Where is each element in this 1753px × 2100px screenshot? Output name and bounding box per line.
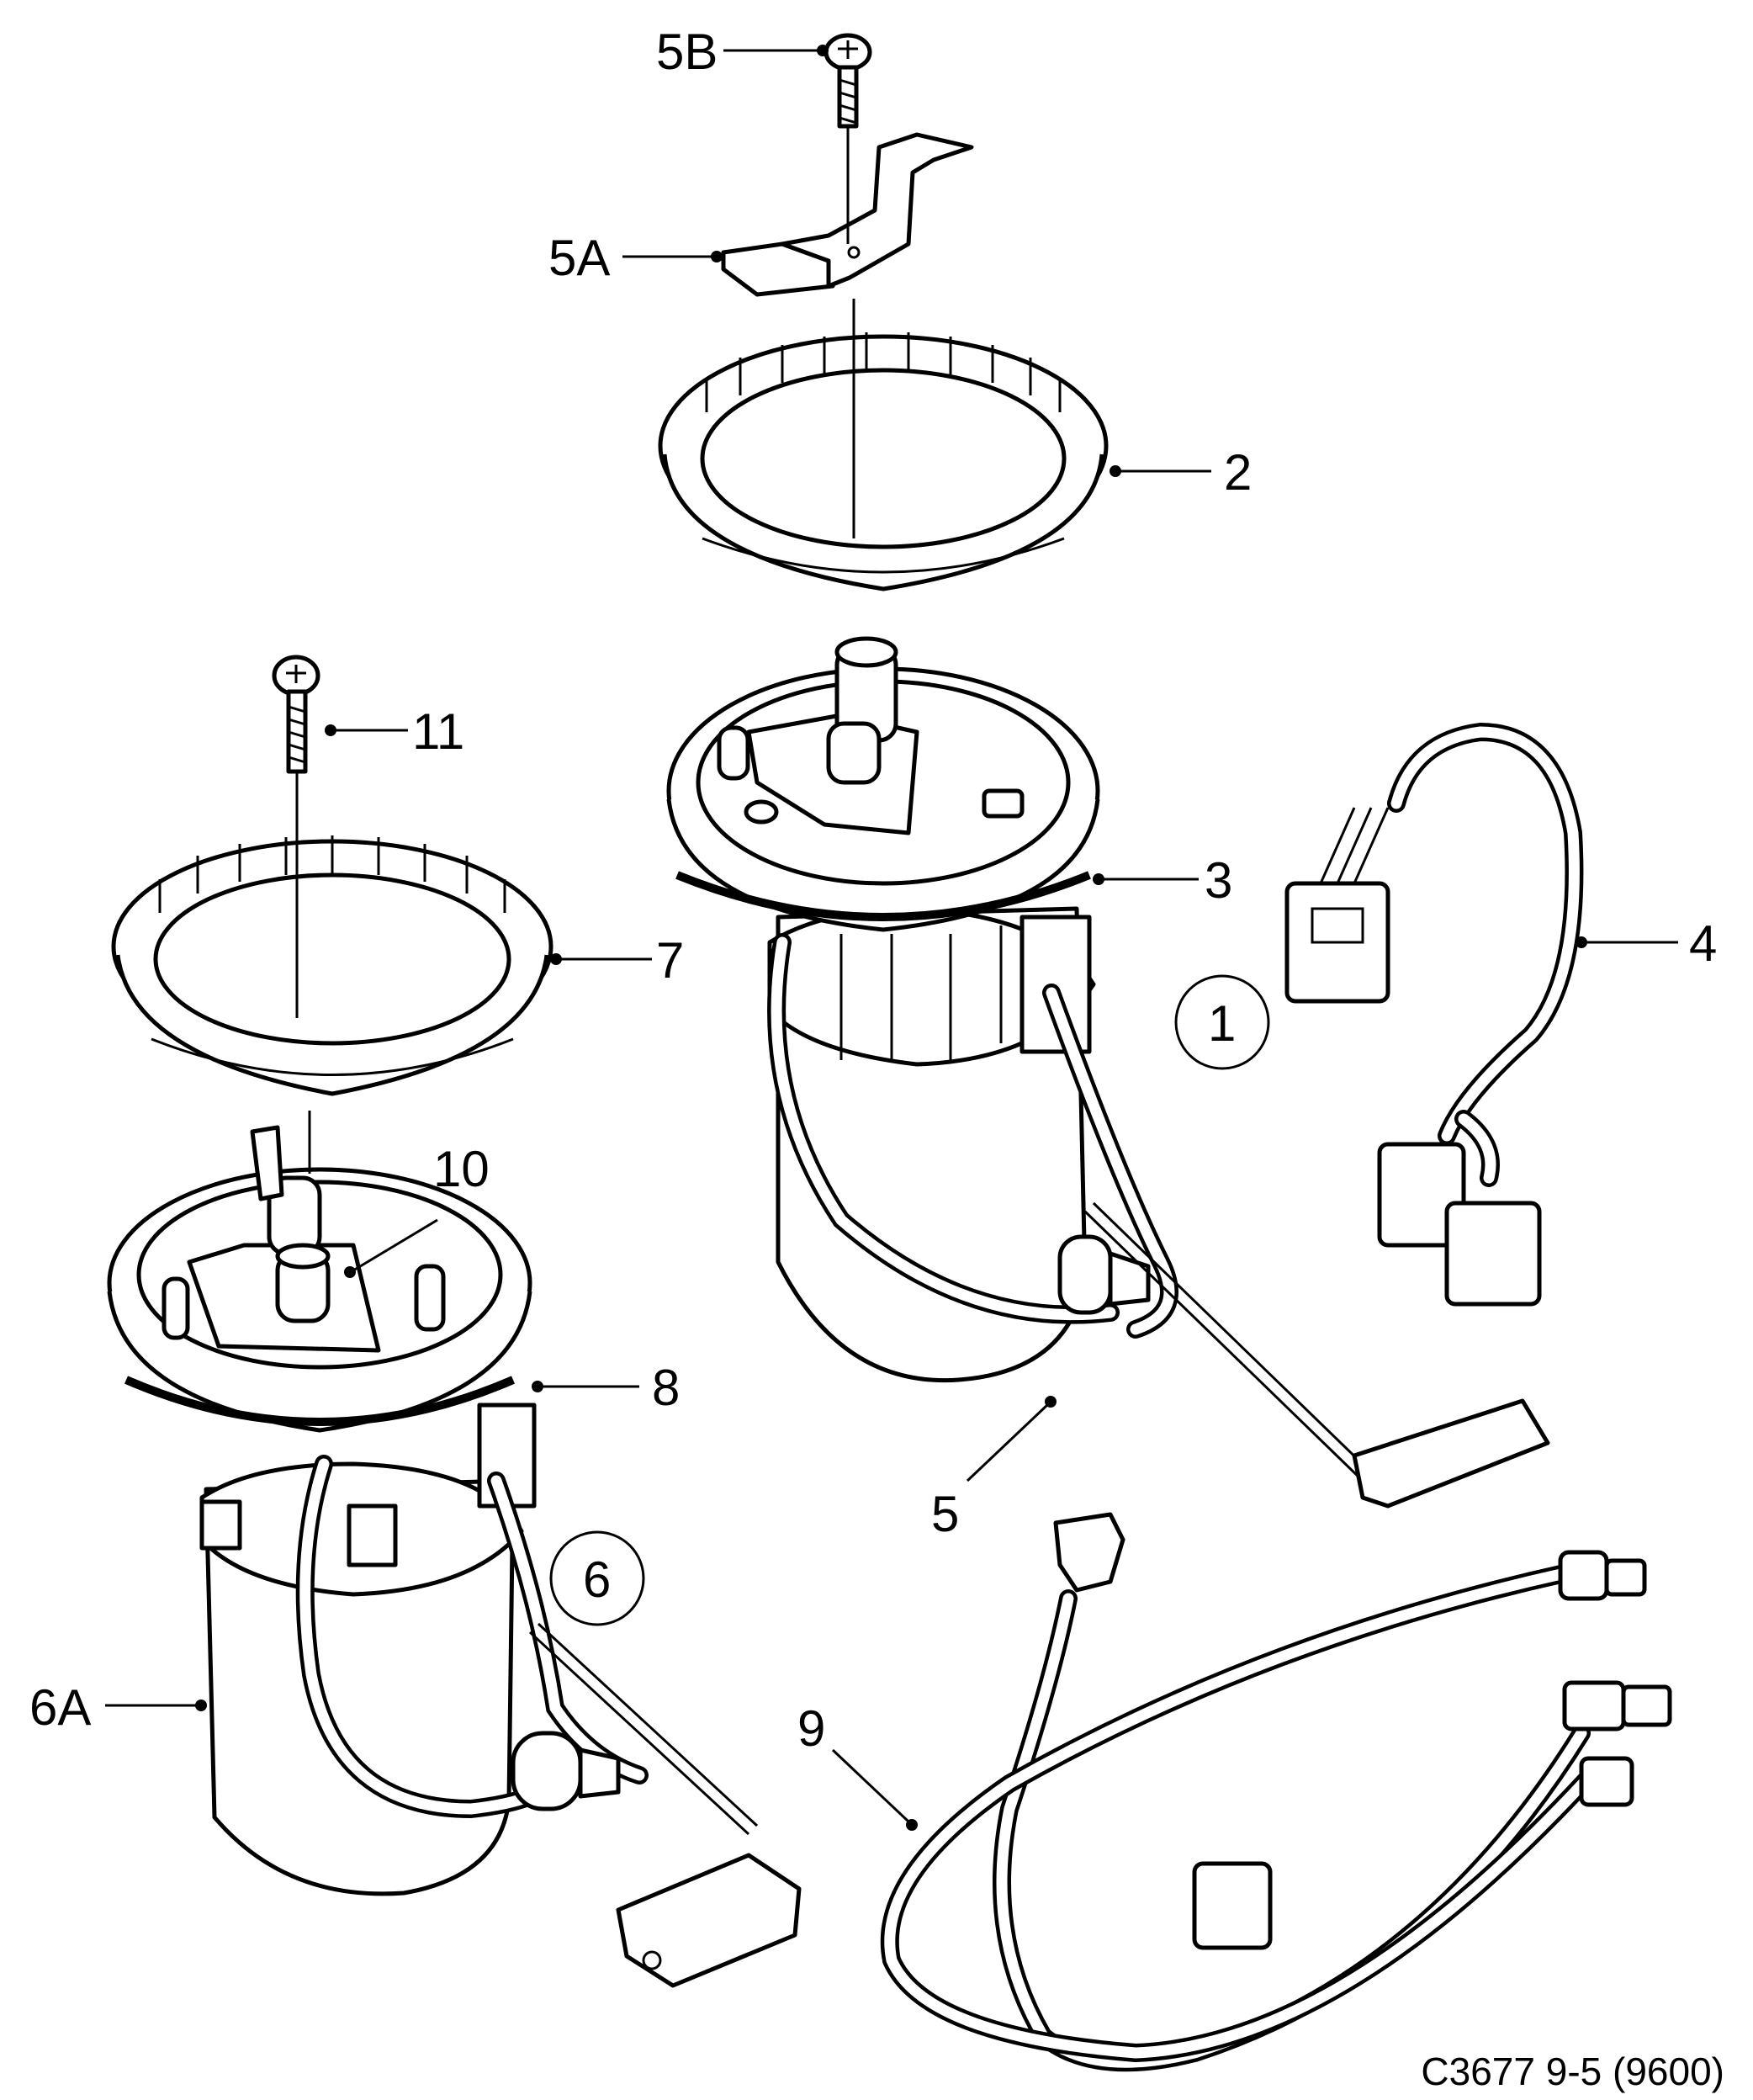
callout-5: 5: [931, 1486, 959, 1542]
assembly-marker-6: [549, 1530, 645, 1626]
locking-ring-2: [658, 332, 1109, 591]
callout-5a: 5A: [548, 230, 610, 286]
pump-assembly-1: [666, 636, 1550, 1509]
callout-6: 6: [583, 1551, 611, 1608]
screw-5b: [824, 33, 872, 129]
callout-4: 4: [1689, 915, 1717, 972]
callout-3: 3: [1205, 852, 1232, 909]
figure-code: C3677 9-5 (9600): [1421, 2050, 1724, 2093]
callout-5b: 5B: [656, 24, 718, 80]
callout-9: 9: [797, 1700, 825, 1757]
callout-2: 2: [1224, 444, 1252, 501]
bolt-11: [272, 655, 320, 774]
harness-hose-9: [880, 1512, 1672, 2072]
bracket-5a: [721, 132, 974, 297]
leader-lines: [105, 45, 1678, 1831]
callout-1: 1: [1208, 995, 1236, 1052]
callout-6a: 6A: [29, 1679, 91, 1736]
pump-assembly-6: [107, 1125, 802, 1988]
callout-11: 11: [412, 703, 464, 760]
callout-8: 8: [652, 1360, 680, 1416]
callout-10: 10: [433, 1141, 490, 1197]
locking-ring-7: [111, 835, 553, 1096]
callout-7: 7: [656, 932, 684, 989]
wiring-harness-4: [1284, 722, 1584, 1307]
assembly-marker-1: [1174, 974, 1270, 1070]
